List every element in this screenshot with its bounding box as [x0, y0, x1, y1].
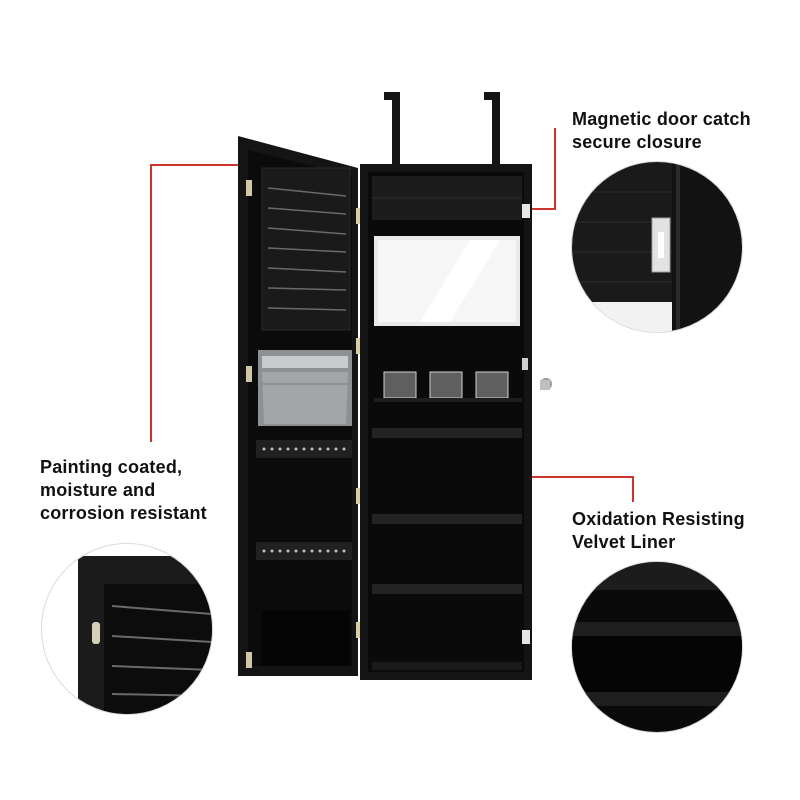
pouch-icon — [258, 350, 352, 426]
leader-line-catch-v — [554, 128, 556, 210]
detail-circle-velvet-liner — [571, 561, 743, 733]
callout-velvet-liner: Oxidation Resisting Velvet Liner — [572, 508, 745, 554]
hanger-hooks-icon — [384, 92, 504, 172]
callout-magnetic-line1: Magnetic door catch — [572, 109, 751, 129]
callout-painting-line1: Painting coated, — [40, 457, 183, 477]
cabinet-body — [360, 164, 552, 680]
open-door — [238, 136, 358, 676]
callout-painting-coated: Painting coated, moisture and corrosion … — [40, 456, 207, 525]
leader-line-painting-v — [150, 164, 152, 442]
callout-velvet-line2: Velvet Liner — [572, 532, 676, 552]
callout-painting-line2: moisture and — [40, 480, 156, 500]
callout-painting-line3: corrosion resistant — [40, 503, 207, 523]
magnetic-catch-icon — [522, 204, 530, 644]
callout-magnetic-line2: secure closure — [572, 132, 702, 152]
earring-bar-icon — [256, 440, 352, 560]
leader-line-velvet-h — [476, 476, 634, 478]
callout-velvet-line1: Oxidation Resisting — [572, 509, 745, 529]
lock-icon — [522, 358, 552, 390]
leader-line-painting-h — [150, 164, 298, 166]
leader-line-velvet-v — [632, 476, 634, 502]
detail-circle-magnetic-catch — [571, 161, 743, 333]
callout-magnetic-catch: Magnetic door catch secure closure — [572, 108, 751, 154]
detail-circle-painting-coated — [41, 543, 213, 715]
leader-line-catch-h — [532, 208, 556, 210]
mirror-icon — [374, 236, 520, 326]
